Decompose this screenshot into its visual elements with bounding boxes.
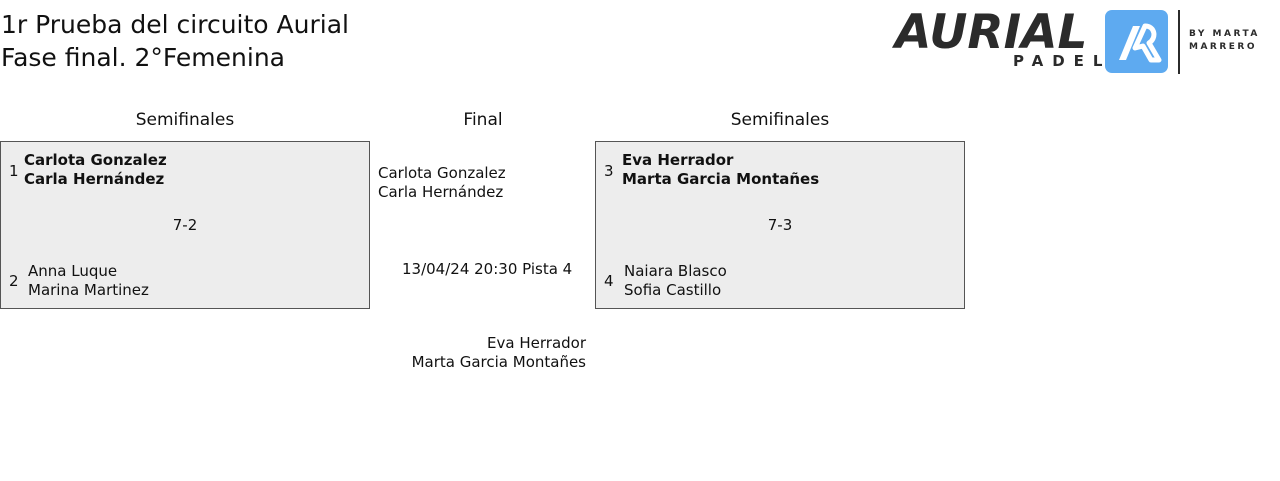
player-name: Marta Garcia Montañes xyxy=(622,170,820,188)
match-score: 7-2 xyxy=(172,216,198,234)
column-heading-semifinals-right: Semifinales xyxy=(730,110,830,130)
seed-number: 1 xyxy=(9,162,19,180)
aurial-padel-logo: AURIAL PADEL BY MARTA MARRERO xyxy=(895,8,1275,78)
logo-divider xyxy=(1178,10,1180,74)
page-title: 1r Prueba del circuito Aurial Fase final… xyxy=(1,8,349,74)
seed-number: 3 xyxy=(604,162,614,180)
column-heading-semifinals-left: Semifinales xyxy=(135,110,235,130)
match-score: 7-3 xyxy=(767,216,793,234)
team-loser: Anna Luque Marina Martinez xyxy=(28,262,149,300)
player-name: Marina Martinez xyxy=(28,281,149,299)
team-winner: Carlota Gonzalez Carla Hernández xyxy=(24,151,167,189)
logo-byline-2: MARRERO xyxy=(1189,42,1258,52)
player-name: Eva Herrador xyxy=(487,334,586,352)
logo-subtitle: PADEL xyxy=(1013,52,1112,70)
team-loser: Naiara Blasco Sofia Castillo xyxy=(624,262,727,300)
player-name: Marta Garcia Montañes xyxy=(411,353,586,371)
player-name: Naiara Blasco xyxy=(624,262,727,280)
player-name: Carlota Gonzalez xyxy=(24,151,167,169)
player-name: Sofia Castillo xyxy=(624,281,722,299)
final-team-1: Carlota Gonzalez Carla Hernández xyxy=(378,164,506,202)
title-line-2: Fase final. 2°Femenina xyxy=(1,43,285,72)
semifinal-match-left[interactable]: 1 Carlota Gonzalez Carla Hernández 7-2 2… xyxy=(0,141,370,309)
team-winner: Eva Herrador Marta Garcia Montañes xyxy=(622,151,819,189)
player-name: Carla Hernández xyxy=(24,170,165,188)
player-name: Carlota Gonzalez xyxy=(378,164,506,182)
final-schedule: 13/04/24 20:30 Pista 4 xyxy=(402,260,573,278)
player-name: Eva Herrador xyxy=(622,151,734,169)
final-team-2: Eva Herrador Marta Garcia Montañes xyxy=(400,334,586,372)
seed-number: 4 xyxy=(604,272,614,290)
player-name: Anna Luque xyxy=(28,262,118,280)
seed-number: 2 xyxy=(9,272,19,290)
logo-badge-icon xyxy=(1105,10,1168,73)
logo-byline-1: BY MARTA xyxy=(1189,29,1260,39)
semifinal-match-right[interactable]: 3 Eva Herrador Marta Garcia Montañes 7-3… xyxy=(595,141,965,309)
column-heading-final: Final xyxy=(463,110,503,130)
logo-wordmark: AURIAL xyxy=(895,5,1088,60)
title-line-1: 1r Prueba del circuito Aurial xyxy=(1,10,349,39)
player-name: Carla Hernández xyxy=(378,183,504,201)
logo-byline: BY MARTA MARRERO xyxy=(1189,28,1280,54)
